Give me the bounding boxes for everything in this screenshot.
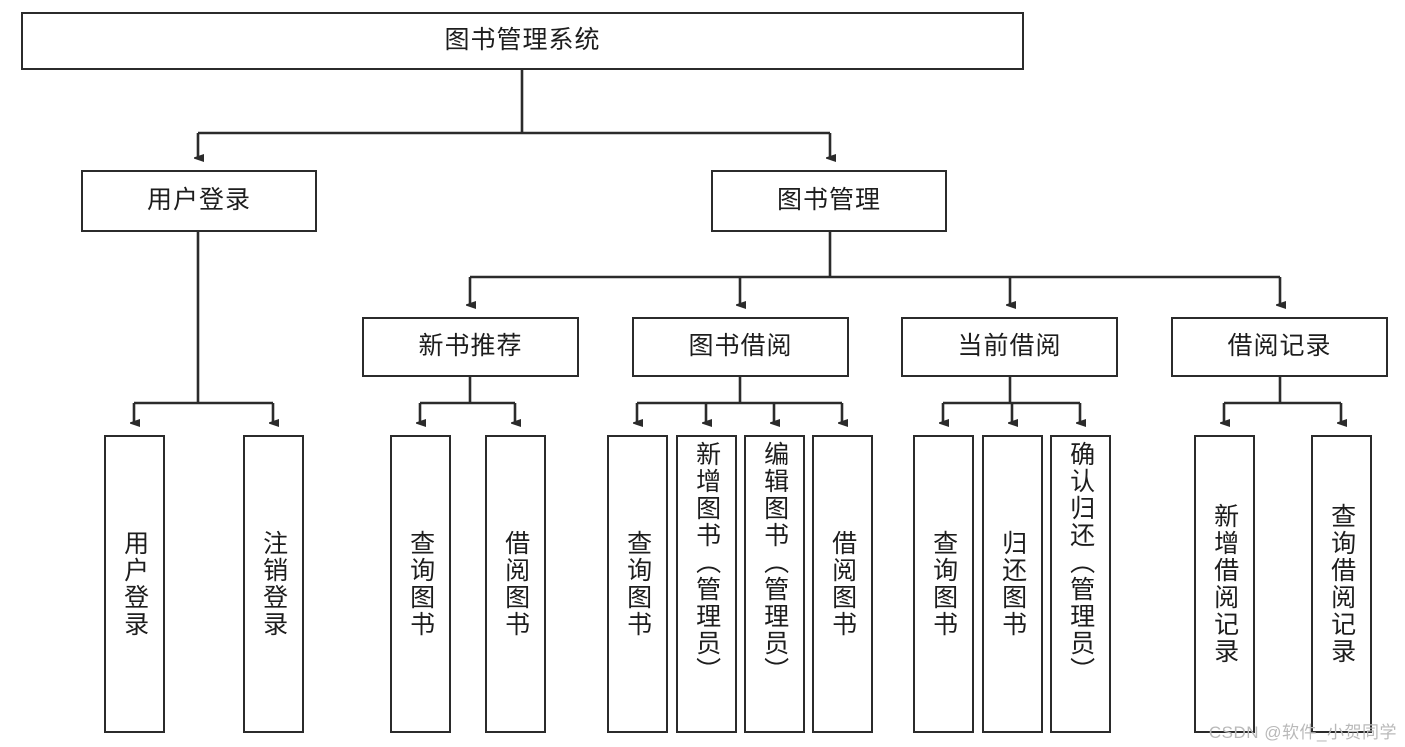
node-label: 借阅图书 <box>501 530 530 638</box>
csdn-watermark: CSDN @软件_小贺同学 <box>1208 723 1397 742</box>
leaf-query-book-borrow[interactable]: 查询图书 <box>607 435 668 733</box>
node-label: 图书借阅 <box>688 332 793 361</box>
node-borrow-record[interactable]: 借阅记录 <box>1171 317 1388 377</box>
node-label: 用户登录 <box>146 186 251 215</box>
node-label: 查询图书 <box>406 530 435 638</box>
leaf-borrow-book-recommend[interactable]: 借阅图书 <box>485 435 546 733</box>
leaf-confirm-return-admin[interactable]: 确认归还（管理员） <box>1050 435 1111 733</box>
node-label: 借阅记录 <box>1227 332 1332 361</box>
node-label: 注销登录 <box>259 530 288 638</box>
node-root[interactable]: 图书管理系统 <box>21 12 1024 70</box>
node-label: 编辑图书（管理员） <box>760 441 789 684</box>
node-label: 查询借阅记录 <box>1327 503 1356 665</box>
node-new-book-recommend[interactable]: 新书推荐 <box>362 317 579 377</box>
node-label: 新增图书（管理员） <box>692 441 721 684</box>
node-label: 借阅图书 <box>828 530 857 638</box>
node-label: 确认归还（管理员） <box>1066 441 1095 684</box>
leaf-borrow-book[interactable]: 借阅图书 <box>812 435 873 733</box>
node-label: 新书推荐 <box>418 332 523 361</box>
node-label: 当前借阅 <box>957 332 1062 361</box>
leaf-add-borrow-record[interactable]: 新增借阅记录 <box>1194 435 1255 733</box>
node-label: 图书管理 <box>776 186 881 215</box>
leaf-user-login[interactable]: 用户登录 <box>104 435 165 733</box>
leaf-query-borrow-record[interactable]: 查询借阅记录 <box>1311 435 1372 733</box>
leaf-edit-book-admin[interactable]: 编辑图书（管理员） <box>744 435 805 733</box>
node-label: 用户登录 <box>120 530 149 638</box>
node-current-borrow[interactable]: 当前借阅 <box>901 317 1118 377</box>
node-label: 归还图书 <box>998 530 1027 638</box>
node-label: 图书管理系统 <box>444 26 601 55</box>
leaf-add-book-admin[interactable]: 新增图书（管理员） <box>676 435 737 733</box>
node-book-management[interactable]: 图书管理 <box>711 170 947 232</box>
node-label: 新增借阅记录 <box>1210 503 1239 665</box>
leaf-query-book-recommend[interactable]: 查询图书 <box>390 435 451 733</box>
node-label: 查询图书 <box>623 530 652 638</box>
leaf-return-book[interactable]: 归还图书 <box>982 435 1043 733</box>
node-user-login[interactable]: 用户登录 <box>81 170 317 232</box>
leaf-user-logout[interactable]: 注销登录 <box>243 435 304 733</box>
node-book-borrow[interactable]: 图书借阅 <box>632 317 849 377</box>
leaf-query-book-current[interactable]: 查询图书 <box>913 435 974 733</box>
node-label: 查询图书 <box>929 530 958 638</box>
